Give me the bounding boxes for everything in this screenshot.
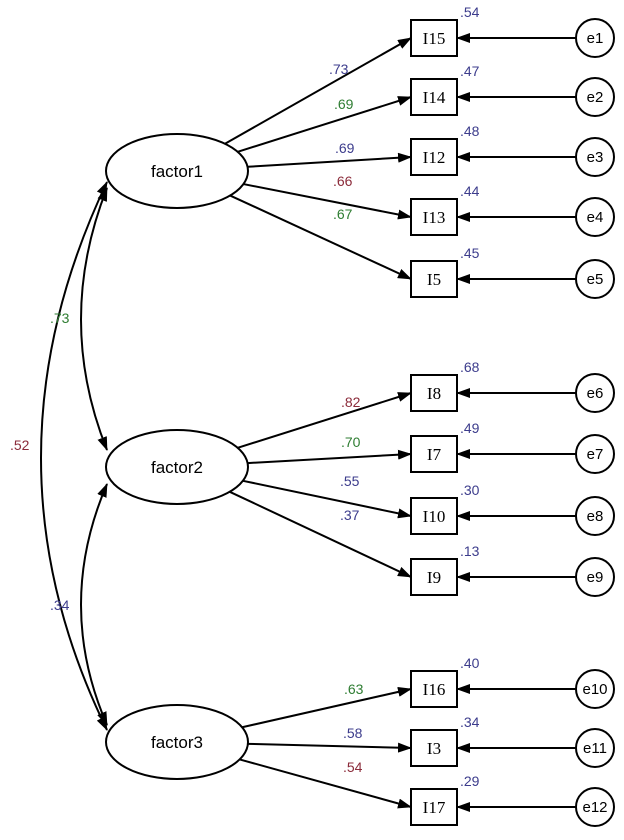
- r2-label-I16: .40: [460, 655, 480, 671]
- item-label-I10: I10: [423, 507, 446, 526]
- error-circle-e8: [575, 496, 615, 536]
- item-box-I9: [410, 558, 458, 596]
- r2-label-I3: .34: [460, 714, 480, 730]
- item-label-I9: I9: [427, 568, 441, 587]
- loading-path-I9: [229, 490, 412, 578]
- loading-label-I5: .67: [333, 206, 353, 222]
- loading-label-I12: .69: [335, 140, 355, 156]
- item-box-I15: [410, 19, 458, 57]
- r2-label-I13: .44: [460, 183, 480, 199]
- error-label-e9: e9: [587, 569, 604, 586]
- loading-label-I17: .54: [343, 759, 363, 775]
- loading-label-I3: .58: [343, 725, 363, 741]
- error-circle-e11: [575, 728, 615, 768]
- covariance-path-f1-f2: [80, 187, 108, 451]
- loading-label-I14: .69: [334, 96, 354, 112]
- item-box-I16: [410, 670, 458, 708]
- factor-label-f1: factor1: [151, 162, 203, 181]
- factor-ellipse-f1: [105, 133, 249, 209]
- r2-label-I7: .49: [460, 420, 480, 436]
- error-circle-e9: [575, 557, 615, 597]
- loading-path-I16: [241, 686, 412, 729]
- r2-label-I8: .68: [460, 359, 480, 375]
- item-label-I15: I15: [423, 29, 446, 48]
- item-label-I14: I14: [423, 88, 446, 107]
- factor-ellipse-f3: [105, 704, 249, 780]
- error-circle-e6: [575, 373, 615, 413]
- loading-path-I14: [237, 96, 412, 153]
- item-box-I17: [410, 788, 458, 826]
- item-box-I10: [410, 497, 458, 535]
- error-circle-e2: [575, 77, 615, 117]
- error-label-e2: e2: [587, 89, 604, 106]
- error-circle-e3: [575, 137, 615, 177]
- covariance-label-f2-f3: .34: [50, 597, 70, 613]
- error-label-e5: e5: [587, 271, 604, 288]
- item-box-I7: [410, 435, 458, 473]
- loading-path-I13: [243, 183, 412, 220]
- factor-label-f2: factor2: [151, 458, 203, 477]
- item-label-I12: I12: [423, 148, 446, 167]
- error-label-e10: e10: [582, 681, 607, 698]
- item-box-I8: [410, 374, 458, 412]
- item-label-I5: I5: [427, 270, 441, 289]
- loading-label-I15: .73: [329, 61, 349, 77]
- loading-path-I3: [247, 742, 412, 753]
- loading-label-I16: .63: [344, 681, 364, 697]
- r2-label-I5: .45: [460, 245, 480, 261]
- item-label-I16: I16: [423, 680, 446, 699]
- loading-path-I7: [247, 449, 412, 465]
- error-label-e7: e7: [587, 446, 604, 463]
- loading-label-I9: .37: [340, 507, 360, 523]
- error-circle-e7: [575, 434, 615, 474]
- loading-path-I10: [242, 479, 412, 519]
- item-label-I17: I17: [423, 798, 446, 817]
- r2-label-I17: .29: [460, 773, 480, 789]
- error-label-e4: e4: [587, 209, 604, 226]
- item-label-I3: I3: [427, 739, 441, 758]
- item-label-I13: I13: [423, 208, 446, 227]
- item-label-I8: I8: [427, 384, 441, 403]
- covariance-path-f2-f3: [80, 483, 108, 726]
- error-label-e12: e12: [582, 799, 607, 816]
- error-circle-e5: [575, 259, 615, 299]
- loading-path-I8: [237, 392, 412, 449]
- loading-path-I15: [224, 37, 412, 145]
- r2-label-I15: .54: [460, 4, 480, 20]
- loading-label-I8: .82: [341, 394, 361, 410]
- r2-label-I14: .47: [460, 63, 480, 79]
- error-label-e11: e11: [583, 740, 607, 757]
- error-label-e8: e8: [587, 508, 604, 525]
- factor-ellipse-f2: [105, 429, 249, 505]
- error-label-e3: e3: [587, 149, 604, 166]
- error-circle-e12: [575, 787, 615, 827]
- covariance-label-f1-f2: .73: [50, 310, 70, 326]
- item-box-I13: [410, 198, 458, 236]
- error-label-e6: e6: [587, 385, 604, 402]
- error-circle-e1: [575, 18, 615, 58]
- item-box-I14: [410, 78, 458, 116]
- loading-path-I5: [229, 194, 412, 280]
- loading-label-I10: .55: [340, 473, 360, 489]
- item-label-I7: I7: [427, 445, 442, 464]
- r2-label-I12: .48: [460, 123, 480, 139]
- error-circle-e4: [575, 197, 615, 237]
- r2-label-I9: .13: [460, 543, 480, 559]
- error-circle-e10: [575, 669, 615, 709]
- error-label-e1: e1: [587, 30, 604, 47]
- loading-label-I7: .70: [341, 434, 361, 450]
- item-box-I3: [410, 729, 458, 767]
- covariance-label-f1-f3: .52: [10, 437, 30, 453]
- covariance-path-f1-f3: [40, 181, 108, 731]
- item-box-I12: [410, 138, 458, 176]
- loading-path-I12: [247, 152, 412, 168]
- loading-label-I13: .66: [333, 173, 353, 189]
- item-box-I5: [410, 260, 458, 298]
- factor-label-f3: factor3: [151, 733, 203, 752]
- r2-label-I10: .30: [460, 482, 480, 498]
- loading-path-I17: [239, 758, 412, 809]
